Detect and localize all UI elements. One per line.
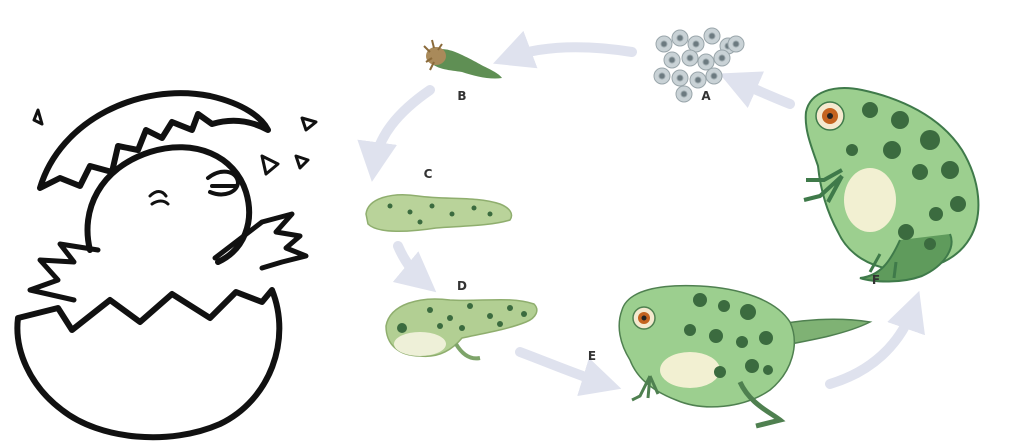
chick-eye bbox=[150, 192, 168, 205]
skin-spot bbox=[418, 220, 423, 225]
egg-yolk bbox=[659, 73, 665, 79]
adult-frog bbox=[804, 88, 978, 281]
arrow-b-to-c bbox=[374, 90, 430, 166]
skin-spot bbox=[472, 206, 477, 211]
skin-spot bbox=[507, 305, 513, 311]
skin-spot bbox=[898, 224, 914, 240]
egg-yolk bbox=[733, 41, 739, 47]
egg-yolk bbox=[695, 77, 701, 83]
skin-spot bbox=[763, 365, 773, 375]
skin-spot bbox=[759, 331, 773, 345]
skin-spot bbox=[891, 111, 909, 129]
skin-spot bbox=[467, 303, 473, 309]
shell-bottom bbox=[17, 290, 279, 437]
skin-spot bbox=[388, 204, 393, 209]
skin-spot bbox=[846, 144, 858, 156]
shell-fragment bbox=[34, 110, 42, 124]
egg-yolk bbox=[687, 55, 693, 61]
arrow-a-to-b bbox=[508, 47, 632, 58]
chick-beak bbox=[208, 172, 238, 195]
skin-spot bbox=[450, 212, 455, 217]
egg-yolk bbox=[677, 35, 683, 41]
skin-spot bbox=[714, 366, 726, 378]
skin-spot bbox=[718, 300, 730, 312]
shell-fragment bbox=[302, 118, 316, 130]
egg-yolk bbox=[677, 75, 683, 81]
stage-label-c: C bbox=[424, 167, 433, 181]
tadpole bbox=[366, 195, 512, 231]
egg-yolk bbox=[703, 59, 709, 65]
skin-spot bbox=[740, 304, 756, 320]
chick-right-wing bbox=[215, 214, 306, 268]
arrow-e-to-f bbox=[830, 306, 914, 384]
skin-spot bbox=[736, 336, 748, 348]
skin-spot bbox=[408, 210, 413, 215]
skin-spot bbox=[437, 323, 443, 329]
stage-label-a: A bbox=[701, 89, 711, 103]
egg-yolk bbox=[681, 91, 687, 97]
stage-label-d: D bbox=[457, 279, 467, 293]
skin-spot bbox=[929, 207, 943, 221]
arrow-c-to-d bbox=[398, 246, 424, 282]
skin-spot bbox=[950, 196, 966, 212]
egg-yolk bbox=[669, 57, 675, 63]
skin-spot bbox=[920, 130, 940, 150]
skin-spot bbox=[487, 313, 493, 319]
egg-yolk bbox=[709, 33, 715, 39]
hatching-chick-illustration bbox=[17, 93, 316, 437]
skin-spot bbox=[447, 315, 453, 321]
skin-spot bbox=[488, 212, 493, 217]
egg-yolk bbox=[693, 41, 699, 47]
chick-left-wing bbox=[30, 244, 98, 300]
hatchling-tadpole bbox=[424, 40, 502, 79]
skin-spot bbox=[941, 161, 959, 179]
stage-label-e: E bbox=[588, 349, 596, 363]
shell-fragment bbox=[262, 156, 278, 174]
egg-cluster bbox=[654, 28, 744, 102]
skin-spot bbox=[459, 325, 465, 331]
froglet bbox=[619, 286, 870, 426]
stage-label-f: F bbox=[872, 273, 880, 287]
shell-fragment bbox=[296, 156, 308, 168]
arrow-f-to-a bbox=[734, 80, 790, 104]
skin-spot bbox=[684, 324, 696, 336]
egg-yolk bbox=[661, 41, 667, 47]
skin-spot bbox=[924, 238, 936, 250]
skin-spot bbox=[709, 329, 723, 343]
skin-spot bbox=[912, 164, 928, 180]
skin-spot bbox=[862, 102, 878, 118]
egg-yolk bbox=[719, 55, 725, 61]
skin-spot bbox=[521, 311, 527, 317]
skin-spot bbox=[693, 293, 707, 307]
skin-spot bbox=[883, 141, 901, 159]
skin-spot bbox=[745, 359, 759, 373]
skin-spot bbox=[430, 204, 435, 209]
skin-spot bbox=[497, 321, 503, 327]
tadpole-with-legs bbox=[386, 299, 537, 358]
stage-label-b: B bbox=[457, 89, 466, 103]
egg-yolk bbox=[711, 73, 717, 79]
skin-spot bbox=[427, 307, 433, 313]
